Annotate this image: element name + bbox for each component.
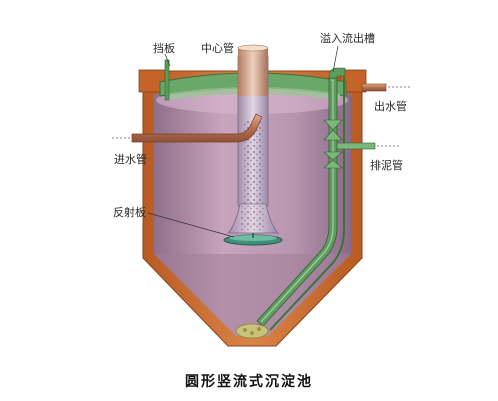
leader-baffle [164, 53, 171, 67]
center-pipe-opening [237, 44, 269, 52]
leader-overflow [332, 45, 339, 73]
label-baffle: 挡板 [153, 41, 175, 55]
sludge-pipe-highlight [260, 79, 334, 323]
label-inlet-pipe: 进水管 [114, 152, 147, 166]
label-outlet-pipe: 出水管 [374, 99, 407, 113]
sludge-pipe-secondary [269, 76, 345, 331]
diagram-caption: 圆形竖流式沉淀池 [185, 373, 313, 390]
center-pipe-flow [243, 120, 263, 208]
leader-reflector [147, 212, 235, 238]
baffle-plate [164, 59, 170, 101]
label-overflow-trough: 溢入流出槽 [320, 31, 375, 45]
label-reflector-plate: 反射板 [113, 205, 146, 219]
label-center-pipe: 中心管 [201, 41, 234, 55]
sludge-discharge-pipe [336, 142, 376, 150]
label-sludge-pipe: 排泥管 [370, 158, 403, 172]
sludge-valve [323, 119, 343, 141]
sludge-valve-lower [323, 151, 343, 169]
center-pipe-top [238, 48, 268, 96]
inlet-pipe [131, 113, 263, 143]
bell-flow [241, 206, 265, 230]
outlet-pipe [361, 83, 387, 92]
